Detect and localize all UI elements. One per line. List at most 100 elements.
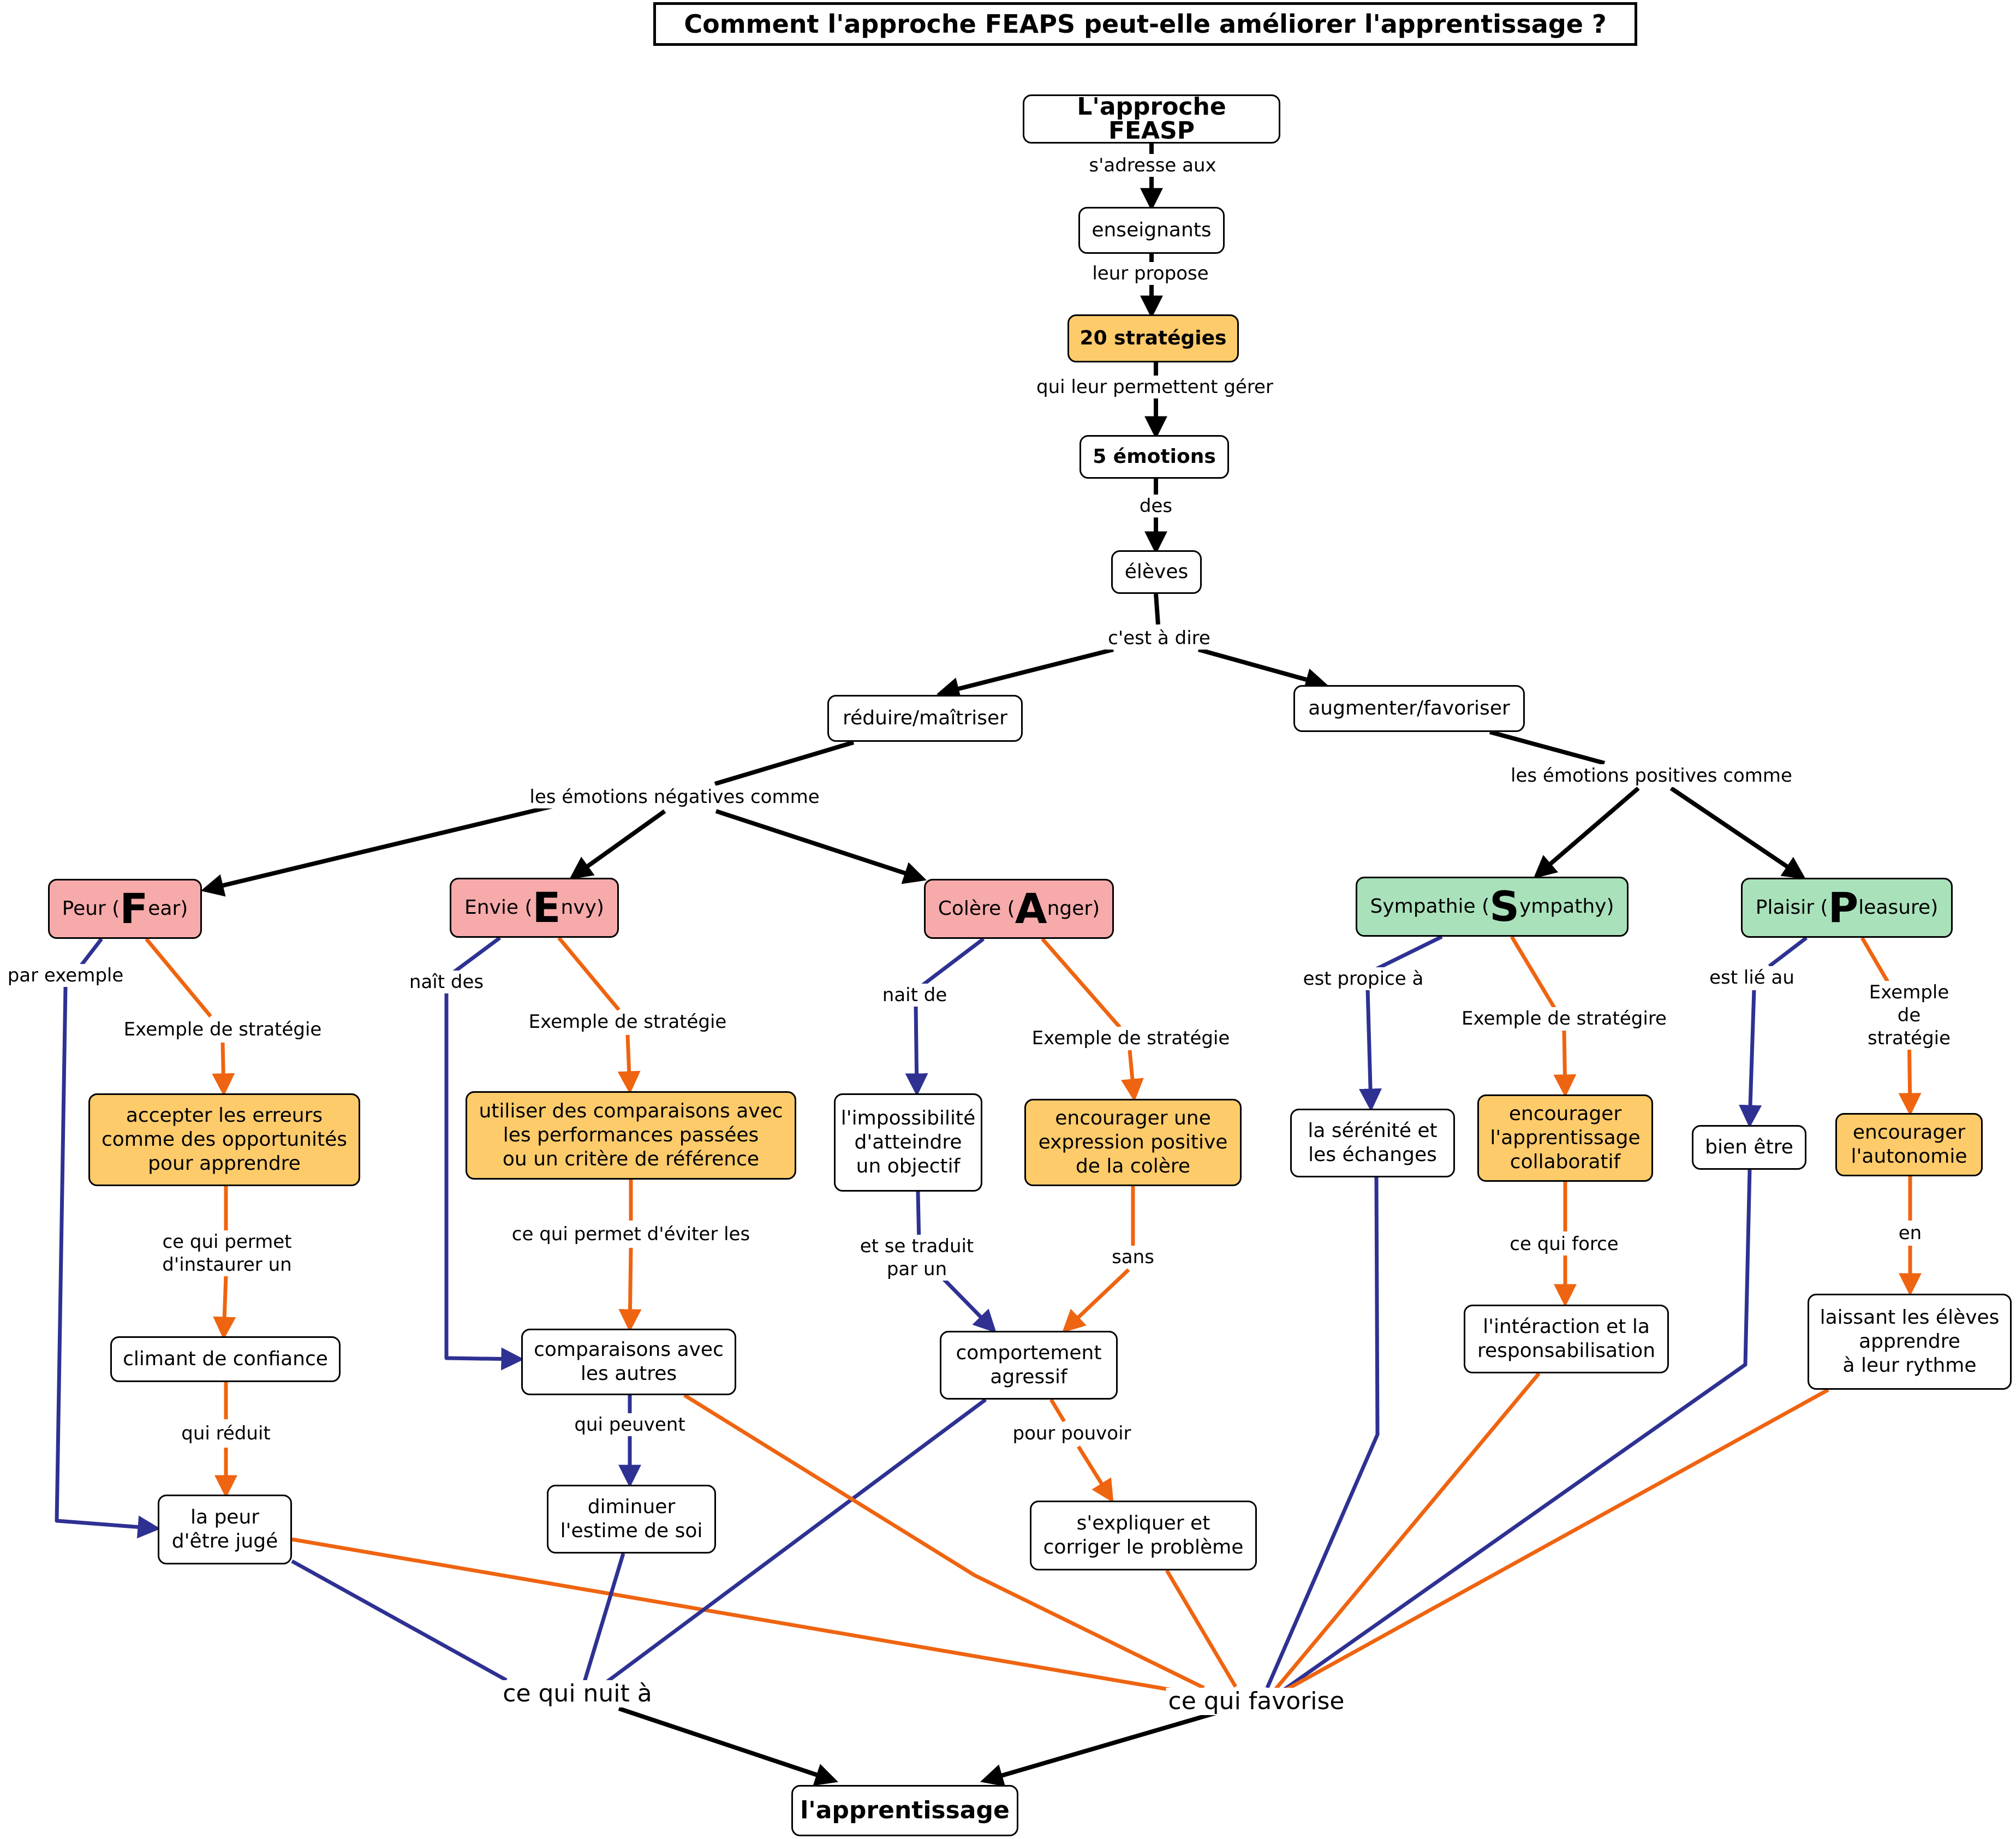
sympathie-prefix: Sympathie ( <box>1370 895 1490 918</box>
node-diminuer: diminuer l'estime de soi <box>547 1485 716 1554</box>
connector-blue-55 <box>603 1398 987 1685</box>
label-favorise: ce qui favorise <box>1166 1688 1347 1715</box>
colere-suffix: nger) <box>1047 897 1100 920</box>
label-force: ce qui force <box>1507 1233 1621 1255</box>
label-naitdes: naît des <box>407 971 486 993</box>
connector-orange-53 <box>291 1537 1173 1692</box>
colere-prefix: Colère ( <box>938 897 1015 920</box>
label-propose: leur propose <box>1090 262 1211 285</box>
node-accepter: accepter les erreurs comme des opportuni… <box>88 1093 360 1186</box>
connector-orange-57 <box>1165 1569 1238 1688</box>
node-expliquer: s'expliquer et corriger le problème <box>1030 1501 1257 1570</box>
connector-orange-27 <box>618 1247 642 1332</box>
node-serenite: la sérénité et les échanges <box>1290 1109 1455 1177</box>
connector-dark-7 <box>714 740 855 786</box>
label-exemple-s: Exemple de stratégire <box>1459 1007 1669 1030</box>
node-apprentissage: l'apprentissage <box>791 1785 1018 1836</box>
connector-dark-63 <box>980 1711 1217 1787</box>
connector-dark-5 <box>936 647 1114 700</box>
label-positives: les émotions positives comme <box>1508 764 1794 787</box>
node-bienetre: bien être <box>1692 1125 1806 1170</box>
connector-orange-42 <box>1510 936 1556 1009</box>
node-impossibilite: l'impossibilité d'atteindre un objectif <box>834 1093 982 1192</box>
label-peuvent: qui peuvent <box>572 1413 688 1436</box>
label-pouvoir: pour pouvoir <box>1010 1422 1134 1445</box>
colere-letter: A <box>1015 884 1047 933</box>
connector-blue-58 <box>1265 1177 1380 1689</box>
label-propice: est propice à <box>1301 967 1426 990</box>
node-strategies: 20 stratégies <box>1067 314 1239 362</box>
connector-orange-19 <box>213 1275 236 1340</box>
label-cestadire: c'est à dire <box>1106 627 1213 650</box>
connector-blue-15 <box>55 986 161 1539</box>
connector-orange-61 <box>1283 1388 1829 1693</box>
connector-dark-12 <box>1533 786 1640 879</box>
connector-blue-46 <box>1768 936 1808 968</box>
connector-blue-60 <box>1282 1169 1752 1692</box>
connector-orange-39 <box>1077 1445 1114 1503</box>
connector-dark-9 <box>200 799 574 897</box>
connector-orange-38 <box>1049 1398 1066 1423</box>
label-parexemple: par exemple <box>5 964 126 987</box>
label-exemple-f: Exemple de stratégie <box>121 1018 324 1041</box>
node-climant: climant de confiance <box>110 1336 341 1382</box>
connector-dark-62 <box>618 1706 838 1786</box>
node-comportement: comportement agressif <box>940 1331 1118 1400</box>
connector-blue-40 <box>1374 935 1443 972</box>
peur-suffix: ear) <box>148 897 188 920</box>
connector-blue-52 <box>291 1559 508 1682</box>
label-sadresse: s'adresse aux <box>1087 154 1219 177</box>
label-negatives: les émotions négatives comme <box>527 785 822 808</box>
connector-orange-24 <box>557 936 621 1011</box>
connector-blue-23 <box>444 991 524 1371</box>
label-eviter: ce qui permet d'éviter les <box>509 1223 753 1246</box>
label-exemple-a: Exemple de stratégie <box>1029 1027 1232 1050</box>
label-permettent: qui leur permettent gérer <box>1034 376 1275 398</box>
connector-dark-8 <box>1489 730 1606 765</box>
node-reduire: réduire/maîtriser <box>827 695 1023 742</box>
connector-blue-41 <box>1359 989 1382 1112</box>
connector-orange-56 <box>683 1394 1205 1690</box>
plaisir-letter: P <box>1828 883 1859 932</box>
map-title: Comment l'approche FEAPS peut-elle améli… <box>653 2 1637 46</box>
label-exemple-e: Exemple de stratégie <box>526 1010 729 1033</box>
connector-orange-43 <box>1553 1030 1577 1098</box>
label-sans: sans <box>1110 1246 1156 1269</box>
connector-blue-14 <box>78 937 103 969</box>
node-augmenter: augmenter/favoriser <box>1293 685 1525 732</box>
label-naitde: nait de <box>880 984 950 1007</box>
node-emotions: 5 émotions <box>1079 435 1229 479</box>
connector-blue-22 <box>451 936 502 974</box>
connector-orange-59 <box>1273 1372 1541 1692</box>
node-eleves: élèves <box>1111 550 1202 594</box>
node-enseignants: enseignants <box>1078 207 1225 254</box>
connector-orange-17 <box>212 1042 235 1097</box>
connector-dark-11 <box>715 809 927 884</box>
connector-dark-6 <box>1197 647 1329 691</box>
node-feasp: L'approche FEASP <box>1023 94 1280 144</box>
plaisir-prefix: Plaisir ( <box>1755 896 1828 919</box>
connector-dark-10 <box>569 809 666 879</box>
envie-prefix: Envie ( <box>464 896 533 919</box>
plaisir-suffix: leasure) <box>1858 896 1939 919</box>
connector-orange-37 <box>1061 1268 1130 1333</box>
node-autonomie: encourager l'autonomie <box>1835 1113 1983 1176</box>
label-des: des <box>1137 495 1175 517</box>
envie-letter: E <box>532 883 561 932</box>
label-nuit: ce qui nuit à <box>500 1680 654 1707</box>
connector-blue-35 <box>937 1272 997 1333</box>
peur-letter: F <box>120 884 148 933</box>
connector-dark-13 <box>1669 786 1806 879</box>
connector-blue-47 <box>1739 990 1762 1128</box>
sympathie-letter: S <box>1489 882 1519 931</box>
connector-blue-54 <box>582 1552 625 1685</box>
node-interaction: l'intéraction et la responsabilisation <box>1464 1305 1669 1373</box>
sympathie-suffix: ympathy) <box>1519 895 1614 918</box>
edge-layer <box>55 144 1922 1787</box>
node-utiliser: utiliser des comparaisons avec les perfo… <box>466 1091 796 1180</box>
